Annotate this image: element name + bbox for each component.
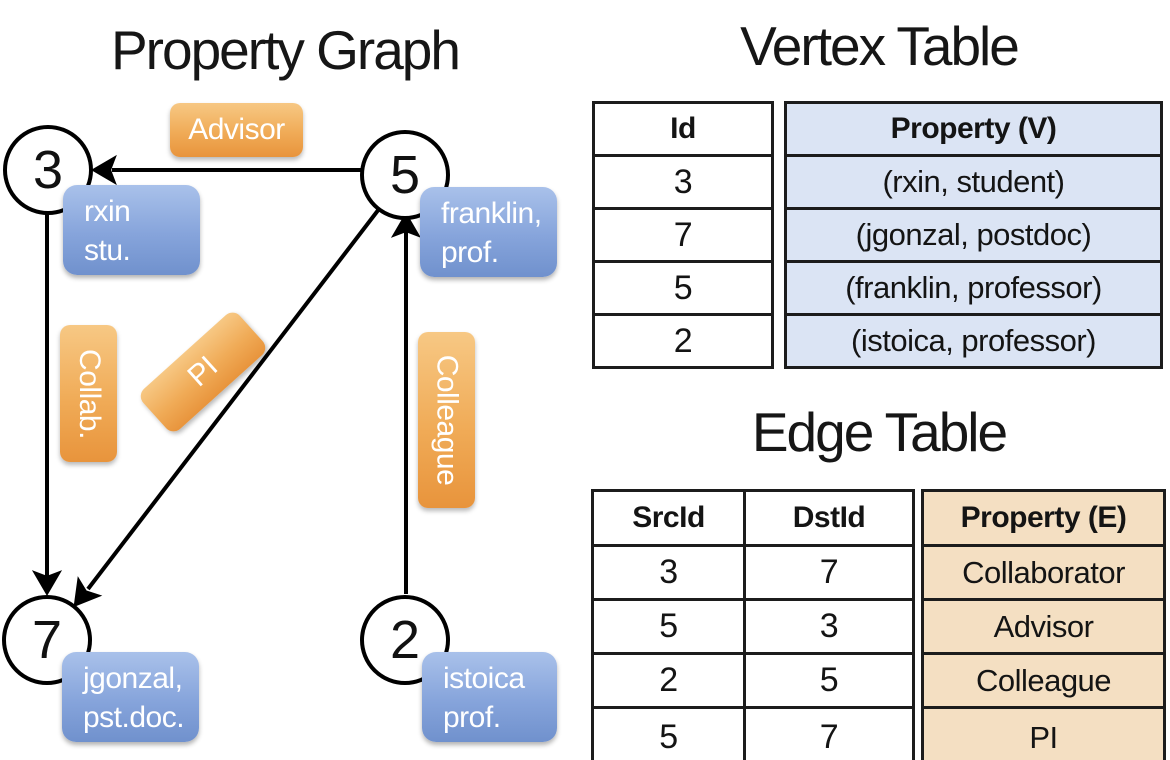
vertex-node-5: 5 (360, 130, 450, 220)
vertex-label-jgonzal: jgonzal, pst.doc. (62, 652, 199, 742)
table-row: 3 (592, 154, 774, 210)
vertex-table-header-row: Id (592, 101, 774, 157)
vertex-row-1-property: (jgonzal, postdoc) (784, 207, 1163, 263)
vertex-row-1-id: 7 (592, 207, 774, 263)
vertex-label-franklin-line2: prof. (441, 236, 499, 269)
vertex-label-istoica-line1: istoica (443, 662, 525, 695)
vertex-node-7-id: 7 (31, 610, 63, 670)
vertex-row-3-id: 2 (592, 313, 774, 369)
edge-row-3-src: 5 (591, 706, 746, 760)
edge-row-1-dst: 3 (743, 598, 915, 655)
graph-edges-layer (31, 154, 422, 608)
edge-table-header-row: SrcId DstId (591, 489, 915, 547)
edge-label-advisor-text: Advisor (188, 113, 285, 146)
edge-row-2-property: Colleague (921, 652, 1166, 709)
vertex-label-jgonzal-line1: jgonzal, (83, 662, 183, 695)
vertex-row-3-property: (istoica, professor) (784, 313, 1163, 369)
vertex-node-5-id: 5 (389, 145, 421, 205)
vertex-label-rxin-line2: stu. (84, 234, 131, 267)
edge-row-1-property: Advisor (921, 598, 1166, 655)
edge-label-colleague-text: Colleague (430, 354, 464, 486)
vertex-table-header-row: Property (V) (784, 101, 1163, 157)
edge-table-header-src: SrcId (591, 489, 746, 547)
edge-row-1-src: 5 (591, 598, 746, 655)
edge-row-0-dst: 7 (743, 544, 915, 601)
edge-label-advisor: Advisor (170, 103, 303, 157)
table-row: (jgonzal, postdoc) (784, 207, 1163, 263)
edge-collab-arrowhead (31, 570, 63, 596)
edge-label-collab: Collab. (60, 325, 117, 462)
table-row: 3 7 (591, 544, 915, 601)
vertex-node-2-id: 2 (389, 610, 421, 670)
vertex-node-3-id: 3 (32, 140, 64, 200)
table-row: 5 3 (591, 598, 915, 655)
edge-table-property-column: Property (E) Collaborator Advisor Collea… (921, 489, 1166, 760)
vertex-label-jgonzal-line2: pst.doc. (83, 701, 185, 734)
edge-table-header-property: Property (E) (921, 489, 1166, 547)
vertex-label-franklin-line1: franklin, (441, 197, 542, 230)
vertex-label-rxin-line1: rxin (84, 195, 131, 228)
edge-advisor-arrowhead (91, 154, 117, 186)
vertex-label-istoica: istoica prof. (422, 652, 557, 742)
edge-label-colleague: Colleague (418, 332, 475, 508)
table-row: 5 (592, 260, 774, 316)
vertex-table-title: Vertex Table (740, 15, 1020, 77)
edge-row-3-property: PI (921, 706, 1166, 760)
edge-row-2-dst: 5 (743, 652, 915, 709)
vertex-table-header-id: Id (592, 101, 774, 157)
table-row: 7 (592, 207, 774, 263)
edge-row-2-src: 2 (591, 652, 746, 709)
table-row: Advisor (921, 598, 1166, 655)
vertex-row-2-property: (franklin, professor) (784, 260, 1163, 316)
vertex-label-franklin: franklin, prof. (420, 187, 557, 277)
edge-row-3-dst: 7 (743, 706, 915, 760)
edge-pi-arrowhead (73, 576, 103, 608)
table-row: PI (921, 706, 1166, 760)
table-row: (franklin, professor) (784, 260, 1163, 316)
vertex-label-istoica-line2: prof. (443, 701, 501, 734)
vertex-table-id-column: Id 3 7 5 2 (592, 101, 774, 369)
table-row: 2 5 (591, 652, 915, 709)
table-row: Collaborator (921, 544, 1166, 601)
vertex-row-2-id: 5 (592, 260, 774, 316)
table-row: (rxin, student) (784, 154, 1163, 210)
table-row: 2 (592, 313, 774, 369)
edge-table-header-dst: DstId (743, 489, 915, 547)
vertex-table-header-property: Property (V) (784, 101, 1163, 157)
edge-row-0-property: Collaborator (921, 544, 1166, 601)
vertex-row-0-id: 3 (592, 154, 774, 210)
edge-label-pi-text: PI (181, 350, 224, 394)
edge-pi-line (86, 207, 381, 591)
edge-table-title: Edge Table (751, 401, 1008, 463)
edge-table-header-row: Property (E) (921, 489, 1166, 547)
vertex-row-0-property: (rxin, student) (784, 154, 1163, 210)
table-row: (istoica, professor) (784, 313, 1163, 369)
vertex-label-rxin: rxin stu. (63, 185, 200, 275)
table-row: 5 7 (591, 706, 915, 760)
edge-colleague-arrowhead (390, 212, 422, 238)
property-graph-title: Property Graph (110, 19, 461, 81)
table-row: Colleague (921, 652, 1166, 709)
edge-row-0-src: 3 (591, 544, 746, 601)
edge-label-collab-text: Collab. (72, 348, 106, 439)
edge-table-id-columns: SrcId DstId 3 7 5 3 2 5 5 7 (591, 489, 915, 760)
vertex-table-property-column: Property (V) (rxin, student) (jgonzal, p… (784, 101, 1163, 369)
